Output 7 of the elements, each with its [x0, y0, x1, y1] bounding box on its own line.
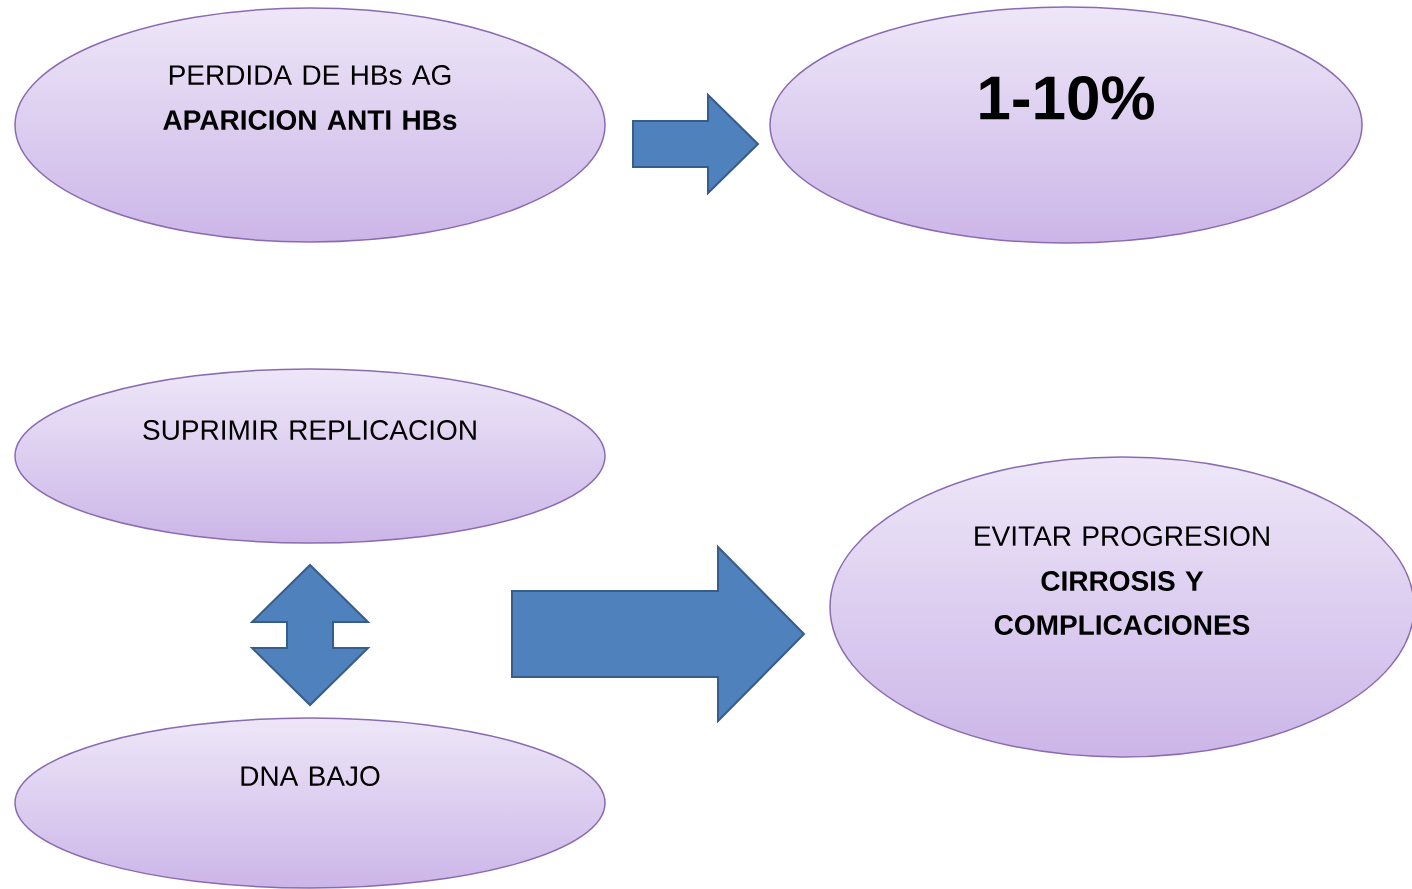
block-arrow — [511, 544, 806, 724]
block-arrow — [249, 563, 371, 707]
block-arrow — [632, 92, 760, 196]
ellipse-node: PERDIDA DE HBs AG APARICION ANTI HBs — [14, 7, 606, 243]
ellipse-node: 1-10% — [769, 6, 1363, 244]
ellipse-node: DNA BAJO — [14, 717, 606, 889]
ellipse-node: SUPRIMIR REPLICACION — [14, 368, 606, 544]
